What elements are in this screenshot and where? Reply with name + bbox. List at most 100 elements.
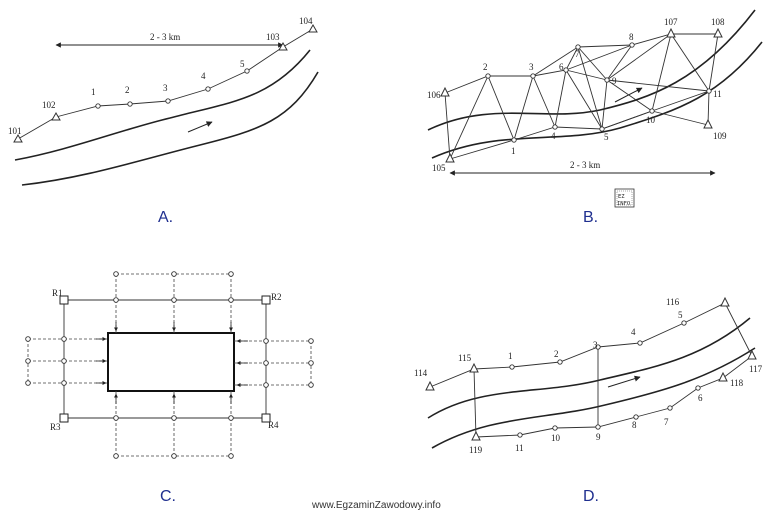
benchmark-106 — [440, 86, 450, 97]
station-9-d — [595, 424, 601, 430]
station-2-b — [485, 73, 491, 79]
station-5-d — [681, 320, 687, 326]
label-6-b: 6 — [559, 62, 564, 72]
label-109: 109 — [713, 131, 727, 141]
label-114: 114 — [414, 368, 428, 378]
watermark-text: www.EgzaminZawodowy.info — [311, 500, 441, 511]
label-11-b: 11 — [713, 89, 722, 99]
label-118: 118 — [730, 378, 744, 388]
ez-info-logo: EZ INFO — [614, 188, 635, 208]
flow-arrow-d — [607, 375, 641, 388]
benchmark-109 — [703, 118, 713, 129]
label-1-d: 1 — [508, 351, 513, 361]
station-4-d — [637, 340, 643, 346]
label-9-b: 9 — [612, 76, 617, 86]
label-10-b: 10 — [646, 115, 656, 125]
label-106: 106 — [427, 90, 441, 100]
label-116: 116 — [666, 297, 680, 307]
label-104: 104 — [299, 16, 313, 26]
label-6-d: 6 — [698, 393, 703, 403]
triangulation-network-b — [444, 33, 719, 160]
station-1-b — [511, 137, 517, 143]
label-4-d: 4 — [631, 327, 636, 337]
benchmark-104 — [308, 23, 318, 33]
distance-label-a: 2 - 3 km — [150, 32, 180, 42]
caption-b: B. — [583, 209, 598, 226]
label-8-d: 8 — [632, 420, 637, 430]
river-bank-lower-a — [21, 71, 319, 186]
label-119: 119 — [469, 445, 483, 455]
label-10-d: 10 — [551, 433, 561, 443]
station-8-d — [633, 414, 639, 420]
station-2-a — [127, 101, 133, 107]
panel-a: 2 - 3 km 101 102 1 2 3 4 5 103 104 A. — [8, 16, 319, 226]
station-7-d — [667, 405, 673, 411]
label-r2: R2 — [271, 292, 282, 302]
station-6-b — [563, 67, 569, 73]
label-107: 107 — [664, 17, 678, 27]
svg-text:EZ: EZ — [618, 194, 625, 200]
label-4-b: 4 — [551, 131, 556, 141]
survey-object-rectangle — [107, 332, 235, 392]
label-4-a: 4 — [201, 71, 206, 81]
panel-c: R1 R2 R3 R4 C. — [25, 271, 314, 505]
label-5-d: 5 — [678, 310, 683, 320]
benchmark-115 — [469, 362, 479, 373]
station-11-d — [517, 432, 523, 438]
label-105: 105 — [432, 163, 446, 173]
label-5-a: 5 — [240, 59, 245, 69]
station-4-b — [552, 124, 558, 130]
benchmark-105 — [445, 152, 455, 163]
label-3-d: 3 — [593, 340, 598, 350]
benchmark-116 — [720, 296, 730, 307]
control-point-r2 — [261, 295, 271, 305]
station-1-a — [95, 103, 101, 109]
label-115: 115 — [458, 353, 472, 363]
label-2-d: 2 — [554, 349, 559, 359]
label-108: 108 — [711, 17, 725, 27]
station-7-b — [575, 44, 581, 50]
label-2-b: 2 — [483, 62, 488, 72]
station-10-d — [552, 425, 558, 431]
benchmark-103 — [278, 41, 288, 51]
label-7-d: 7 — [664, 417, 669, 427]
label-3-a: 3 — [163, 83, 168, 93]
label-1-a: 1 — [91, 87, 96, 97]
river-bank-upper-d — [427, 317, 751, 419]
label-11-d: 11 — [515, 443, 524, 453]
control-point-r4 — [261, 413, 271, 423]
flow-arrow-a — [187, 121, 213, 133]
label-r3: R3 — [50, 422, 61, 432]
station-5-a — [244, 68, 250, 74]
traverse-lines-d — [429, 302, 753, 438]
river-bank-upper-a — [14, 49, 311, 161]
label-9-d: 9 — [596, 432, 601, 442]
grid-points-c — [25, 271, 314, 459]
control-point-r3 — [59, 413, 69, 423]
station-8-b — [629, 42, 635, 48]
station-9-b — [604, 77, 610, 83]
benchmark-101 — [13, 133, 23, 143]
river-bank-lower-b — [431, 41, 763, 159]
station-3-b — [530, 73, 536, 79]
distance-label-b: 2 - 3 km — [570, 160, 600, 170]
benchmark-118 — [718, 371, 728, 382]
svg-text:INFO: INFO — [617, 201, 630, 207]
control-point-r1 — [59, 295, 69, 305]
panel-d: 114 115 1 2 3 4 5 116 117 118 6 7 8 9 10… — [414, 296, 763, 505]
label-1-b: 1 — [511, 146, 516, 156]
benchmark-102 — [51, 111, 61, 121]
river-bank-lower-d — [431, 347, 756, 449]
label-7-b: 7 — [575, 49, 580, 59]
measurement-arrows-c — [96, 322, 248, 404]
station-6-d — [695, 385, 701, 391]
label-102: 102 — [42, 100, 56, 110]
station-4-a — [205, 86, 211, 92]
label-117: 117 — [749, 364, 763, 374]
benchmark-119 — [471, 430, 481, 441]
caption-d: D. — [583, 488, 599, 505]
caption-c: C. — [160, 488, 176, 505]
label-2-a: 2 — [125, 85, 130, 95]
benchmark-108 — [713, 27, 723, 38]
